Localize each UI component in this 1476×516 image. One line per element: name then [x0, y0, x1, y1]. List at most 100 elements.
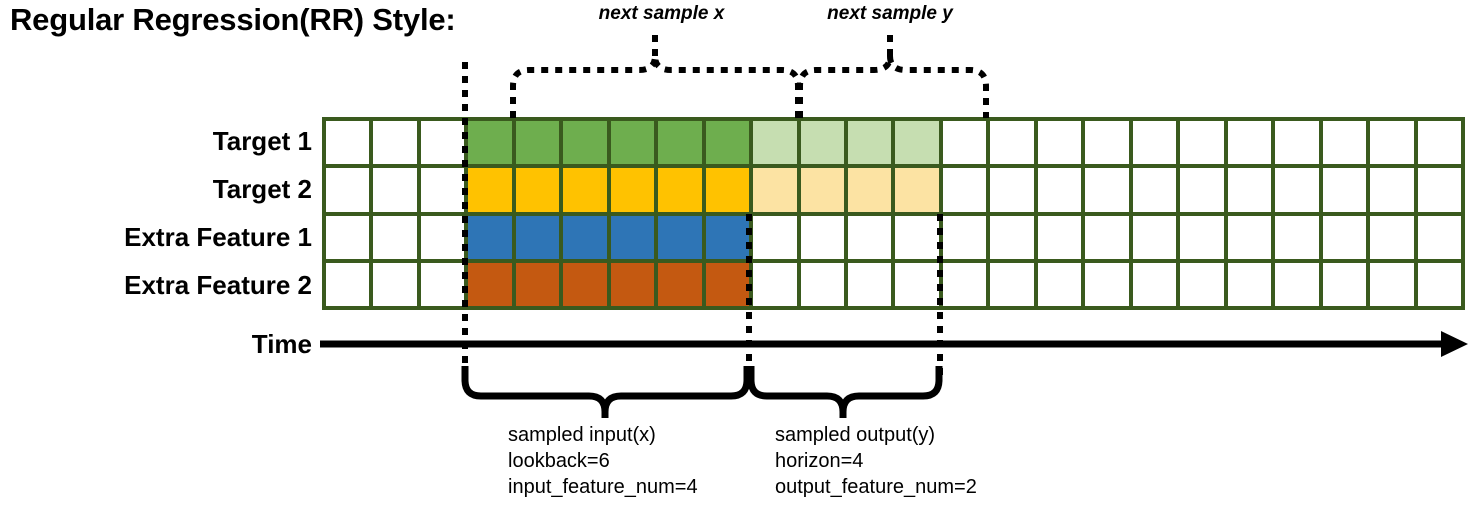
grid-cell-r1-c4: [468, 121, 512, 165]
grid-cell-r3-c21: [1275, 215, 1319, 259]
grid-cell-r2-c24: [1417, 168, 1461, 212]
grid-cell-r4-c6: [563, 262, 607, 306]
grid-cell-r1-c19: [1180, 121, 1224, 165]
grid-cell-r3-c14: [942, 215, 987, 259]
grid-cell-r1-c10: [753, 121, 797, 165]
grid-cell-r2-c5: [515, 168, 560, 212]
grid-cell-r1-c21: [1275, 121, 1319, 165]
grid-cell-r2-c10: [753, 168, 797, 212]
grid-cell-r2-c21: [1275, 168, 1319, 212]
brace-next-sample-y: [797, 34, 989, 118]
grid-cell-r4-c3: [420, 262, 465, 306]
grid-cell-r1-c23: [1370, 121, 1414, 165]
brace-sampled-input: [461, 366, 751, 418]
grid-cell-r1-c6: [563, 121, 607, 165]
grid-cell-r3-c23: [1370, 215, 1414, 259]
row-label-text: Target 1: [212, 126, 312, 156]
timeseries-grid: [322, 117, 1465, 310]
grid-cell-r4-c5: [515, 262, 560, 306]
grid-cell-r2-c8: [658, 168, 702, 212]
grid-cell-r4-c20: [1227, 262, 1272, 306]
grid-cell-r3-c6: [563, 215, 607, 259]
grid-cell-r1-c24: [1417, 121, 1461, 165]
grid-cell-r2-c11: [800, 168, 845, 212]
row-label-text: Extra Feature 2: [124, 270, 312, 300]
grid-cell-r2-c23: [1370, 168, 1414, 212]
grid-cell-r3-c16: [1037, 215, 1082, 259]
grid-cell-r3-c5: [515, 215, 560, 259]
grid-cell-r2-c1: [326, 168, 370, 212]
grid-cell-r3-c10: [753, 215, 797, 259]
grid-cell-r2-c16: [1037, 168, 1082, 212]
grid-cell-r3-c12: [848, 215, 892, 259]
grid-cell-r2-c15: [990, 168, 1034, 212]
grid-cell-r2-c12: [848, 168, 892, 212]
grid-cell-r2-c3: [420, 168, 465, 212]
grid-cell-r2-c20: [1227, 168, 1272, 212]
caption-sampled-output: sampled output(y) horizon=4 output_featu…: [775, 424, 977, 498]
label-next-sample-y: next sample y: [827, 3, 953, 24]
grid-cell-r4-c16: [1037, 262, 1082, 306]
grid-cell-r1-c13: [895, 121, 939, 165]
row-label-extra-feature-1: Extra Feature 1: [0, 213, 312, 261]
grid-cell-r3-c22: [1322, 215, 1367, 259]
grid-cell-r4-c4: [468, 262, 512, 306]
grid-cell-r1-c16: [1037, 121, 1082, 165]
grid-cell-r4-c18: [1132, 262, 1177, 306]
page-title: Regular Regression(RR) Style:: [10, 2, 456, 37]
grid-cell-r1-c2: [373, 121, 417, 165]
grid-cell-r3-c19: [1180, 215, 1224, 259]
grid-cell-r1-c8: [658, 121, 702, 165]
grid-cell-r4-c17: [1085, 262, 1129, 306]
label-next-sample-x: next sample x: [598, 3, 725, 24]
grid-cell-r4-c23: [1370, 262, 1414, 306]
grid-cell-r4-c11: [800, 262, 845, 306]
row-label-target-1: Target 1: [0, 117, 312, 165]
grid-cell-r4-c1: [326, 262, 370, 306]
grid-cell-r1-c9: [705, 121, 750, 165]
grid-cell-r3-c2: [373, 215, 417, 259]
grid-cell-r2-c17: [1085, 168, 1129, 212]
grid-cell-r1-c12: [848, 121, 892, 165]
row-label-text: Extra Feature 1: [124, 222, 312, 252]
grid-cell-r1-c5: [515, 121, 560, 165]
brace-next-sample-x: [510, 34, 801, 118]
grid-cell-r3-c24: [1417, 215, 1461, 259]
grid-cell-r3-c11: [800, 215, 845, 259]
grid-cell-r3-c17: [1085, 215, 1129, 259]
grid-cell-r2-c4: [468, 168, 512, 212]
grid-cell-r2-c9: [705, 168, 750, 212]
grid-cell-r1-c22: [1322, 121, 1367, 165]
grid-cell-r4-c10: [753, 262, 797, 306]
grid-cell-r3-c15: [990, 215, 1034, 259]
grid-cell-r2-c18: [1132, 168, 1177, 212]
grid-cell-r4-c13: [895, 262, 939, 306]
grid-cell-r4-c14: [942, 262, 987, 306]
grid-cell-r3-c7: [610, 215, 655, 259]
grid-cell-r1-c14: [942, 121, 987, 165]
grid-cell-r4-c8: [658, 262, 702, 306]
grid-cell-r1-c11: [800, 121, 845, 165]
grid-cell-r2-c19: [1180, 168, 1224, 212]
grid-cell-r3-c3: [420, 215, 465, 259]
grid-cell-r2-c14: [942, 168, 987, 212]
grid-cell-r2-c6: [563, 168, 607, 212]
brace-sampled-output: [747, 366, 943, 418]
grid-cell-r4-c19: [1180, 262, 1224, 306]
grid-cell-r1-c7: [610, 121, 655, 165]
row-label-target-2: Target 2: [0, 165, 312, 213]
grid-cell-r1-c17: [1085, 121, 1129, 165]
grid-cell-r2-c7: [610, 168, 655, 212]
grid-cell-r1-c1: [326, 121, 370, 165]
grid-cell-r3-c18: [1132, 215, 1177, 259]
grid-cell-r4-c12: [848, 262, 892, 306]
grid-cell-r2-c13: [895, 168, 939, 212]
grid-cell-r4-c15: [990, 262, 1034, 306]
row-label-text: Target 2: [212, 174, 312, 204]
time-axis-arrow: [320, 331, 1468, 357]
grid-cell-r4-c9: [705, 262, 750, 306]
grid-cell-r3-c13: [895, 215, 939, 259]
grid-cell-r3-c4: [468, 215, 512, 259]
grid-cell-r4-c2: [373, 262, 417, 306]
